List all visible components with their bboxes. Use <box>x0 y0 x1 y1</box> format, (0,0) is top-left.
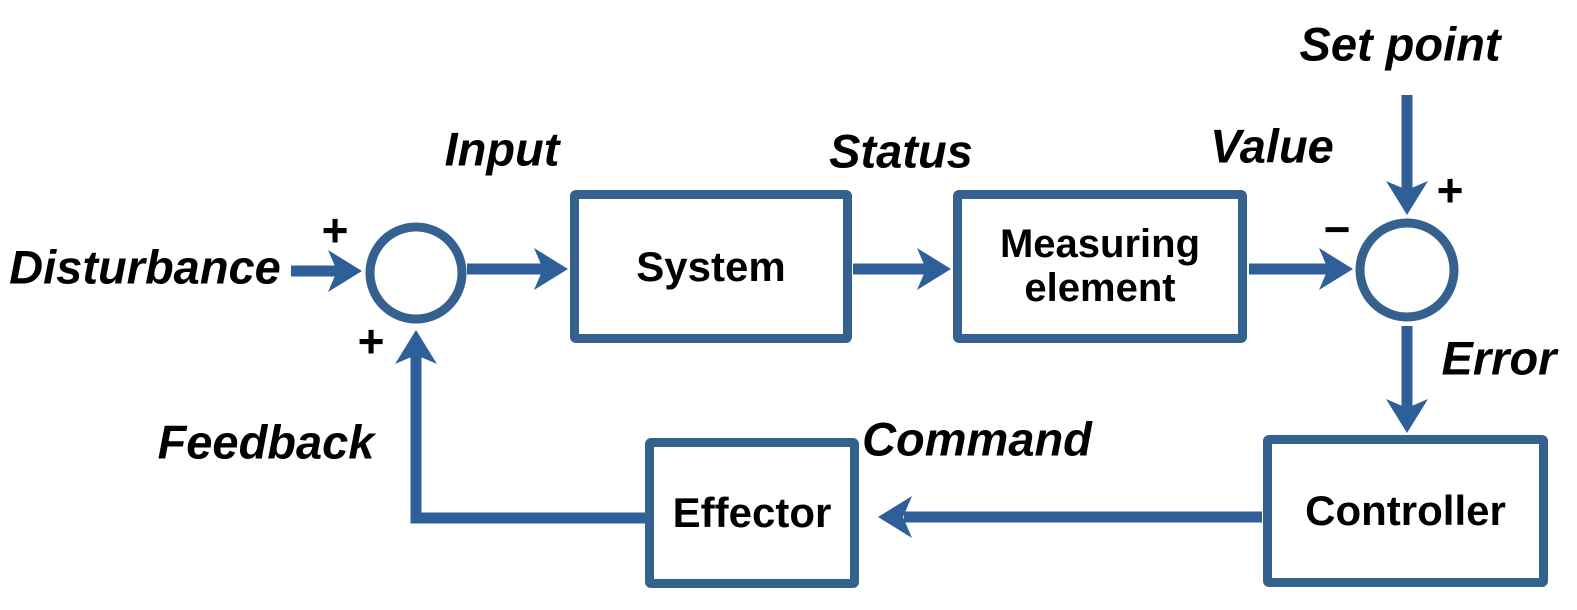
arrow-feedback-effector-to-left-junction <box>395 330 650 524</box>
set-point-label: Set point <box>1299 17 1501 71</box>
arrow-left-junction-to-system <box>467 248 568 290</box>
feedback-label: Feedback <box>157 415 375 469</box>
arrow-set-point-to-right-junction <box>1386 95 1428 215</box>
controller-box: Controller <box>1263 435 1548 587</box>
arrow-disturbance-to-left-junction <box>291 250 362 292</box>
value-label: Value <box>1210 119 1334 173</box>
measuring-element-box: Measuring element <box>953 190 1247 343</box>
command-label: Command <box>862 412 1092 466</box>
effector-box: Effector <box>645 438 859 588</box>
plus-sign-left-junction-bottom: + <box>357 315 385 367</box>
status-label: Status <box>829 124 973 178</box>
arrow-measuring-to-right-junction <box>1249 248 1353 290</box>
arrow-error-junction-to-controller <box>1386 326 1428 433</box>
left-summing-junction <box>365 222 467 324</box>
arrow-system-to-measuring <box>853 248 951 290</box>
right-summing-junction <box>1355 218 1459 322</box>
controller-box-label: Controller <box>1305 487 1506 535</box>
plus-sign-right-junction: + <box>1436 164 1464 216</box>
plus-sign-left-junction-top: + <box>321 204 349 256</box>
effector-box-label: Effector <box>672 489 832 537</box>
arrow-command-controller-to-effector <box>878 496 1262 538</box>
minus-sign-right-junction: − <box>1323 203 1351 255</box>
error-label: Error <box>1441 331 1557 385</box>
measuring-element-box-label: Measuring element <box>999 222 1201 310</box>
system-box: System <box>570 190 852 343</box>
input-label: Input <box>444 122 560 176</box>
disturbance-label: Disturbance <box>9 240 281 294</box>
system-box-label: System <box>636 242 786 290</box>
